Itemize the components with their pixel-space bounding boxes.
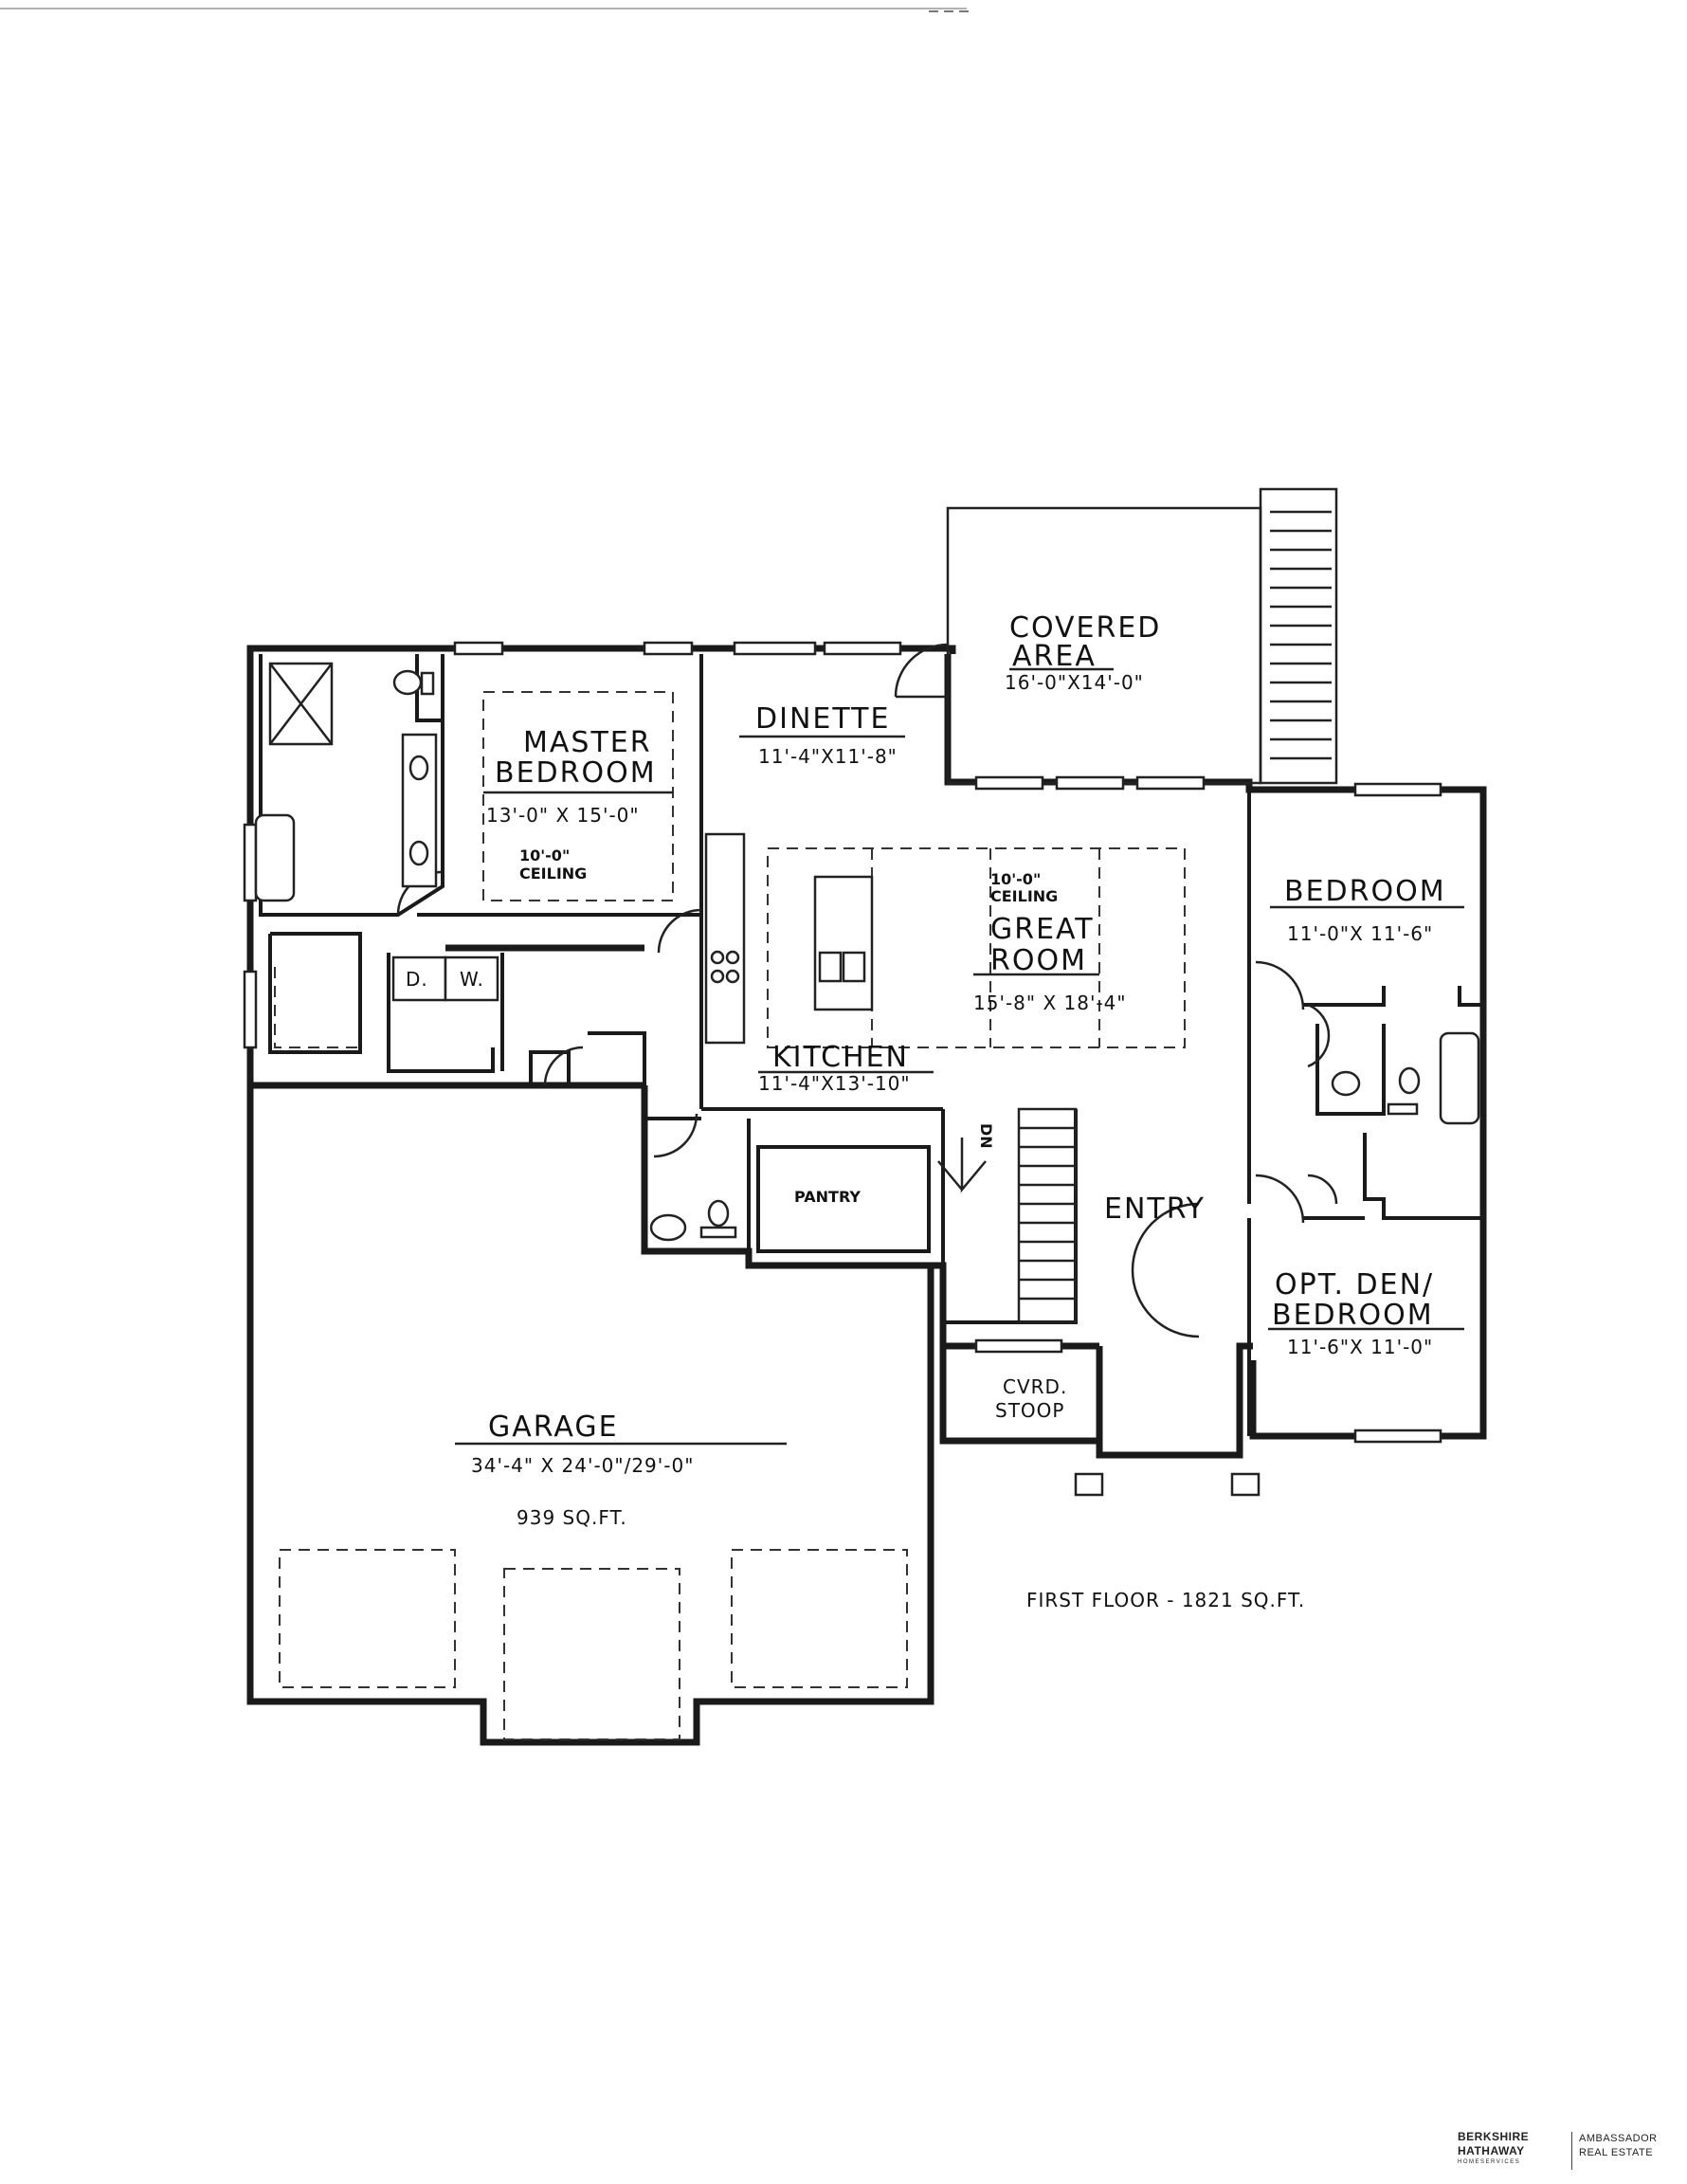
brand-divider (1571, 2132, 1572, 2170)
bedroom-dims: 11'-0"X 11'-6" (1287, 922, 1433, 945)
label-underlines (455, 667, 1464, 1446)
master-bedroom-name-2: BEDROOM (495, 756, 657, 790)
dinette-name: DINETTE (755, 702, 890, 736)
great-room-name-2: ROOM (990, 944, 1087, 977)
stoop-name-1: CVRD. (1003, 1375, 1067, 1398)
stoop-name-2: STOOP (995, 1399, 1064, 1422)
brand-line-3: HOMESERVICES (1458, 2159, 1521, 2165)
master-bedroom-dims: 13'-0" X 15'-0" (486, 804, 640, 827)
master-bedroom-name-1: MASTER (523, 726, 652, 759)
garage-area: 939 SQ.FT. (517, 1506, 627, 1529)
brokerage-logo: BERKSHIRE HATHAWAY HOMESERVICES AMBASSAD… (1458, 2130, 1676, 2174)
bedroom-name: BEDROOM (1284, 875, 1446, 908)
entry-name: ENTRY (1104, 1192, 1206, 1226)
dinette-dims: 11'-4"X11'-8" (758, 745, 898, 768)
brand-line-1: BERKSHIRE (1458, 2130, 1530, 2143)
room-labels: COVERED AREA 16'-0"X14'-0" DINETTE 11'-4… (406, 611, 1446, 1611)
master-ceiling-2: CEILING (519, 864, 587, 883)
great-room-name-1: GREAT (990, 913, 1095, 946)
scan-marks (0, 8, 971, 12)
covered-area-name-1: COVERED (1009, 611, 1161, 645)
garage-name: GARAGE (488, 1410, 619, 1444)
brand-line-4: AMBASSADOR (1579, 2133, 1658, 2144)
den-name-2: BEDROOM (1272, 1299, 1434, 1332)
den-name-1: OPT. DEN/ (1275, 1268, 1434, 1301)
interior-walls (259, 654, 1483, 1436)
great-room-ceiling-1: 10'-0" (990, 870, 1041, 888)
floor-total: FIRST FLOOR - 1821 SQ.FT. (1026, 1589, 1305, 1611)
pantry-name: PANTRY (794, 1188, 861, 1206)
covered-area-dims: 16'-0"X14'-0" (1005, 671, 1144, 694)
great-room-dims: 15'-8" X 18'-4" (973, 992, 1127, 1014)
den-dims: 11'-6"X 11'-0" (1287, 1336, 1433, 1358)
brand-line-2: HATHAWAY (1458, 2144, 1525, 2157)
great-room-ceiling-2: CEILING (990, 887, 1058, 905)
laundry-washer: W. (460, 968, 484, 991)
kitchen-name: KITCHEN (772, 1041, 909, 1074)
ceiling-outlines (274, 691, 1186, 1740)
brand-line-5: REAL ESTATE (1579, 2147, 1654, 2158)
exterior-walls (246, 487, 1487, 1746)
windows (243, 641, 1442, 1444)
master-ceiling-1: 10'-0" (519, 846, 570, 864)
covered-area-name-2: AREA (1012, 640, 1097, 673)
fixtures (254, 510, 1480, 1497)
garage-dims: 34'-4" X 24'-0"/29'-0" (471, 1454, 694, 1477)
stairs-direction: DN (977, 1123, 995, 1149)
laundry-dryer: D. (406, 968, 428, 991)
kitchen-dims: 11'-4"X13'-10" (758, 1072, 911, 1095)
